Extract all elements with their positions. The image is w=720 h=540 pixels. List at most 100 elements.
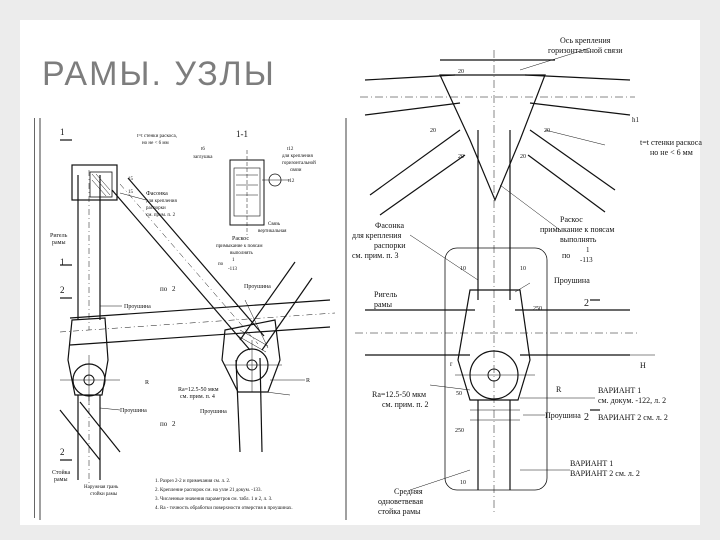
t-note-line2: но не < 6 мм bbox=[142, 141, 170, 146]
left-upper-right-brace bbox=[235, 261, 313, 453]
section-mark-r2a: 2 bbox=[584, 298, 589, 309]
radius-label: R bbox=[145, 380, 149, 386]
roughness-r2: см. прим. п. 2 bbox=[382, 400, 429, 409]
t12-label-b: t12 bbox=[288, 179, 295, 184]
dim-r-10a: 10 bbox=[460, 266, 466, 272]
axis-label-1: Ось крепления bbox=[560, 36, 611, 45]
gusset-r1: Фасонка bbox=[375, 221, 404, 230]
dim-r-10b: 10 bbox=[520, 266, 526, 272]
note-4: 4. Ra - точность обработки поверхности о… bbox=[155, 506, 293, 511]
left-node-drawing bbox=[39, 118, 347, 520]
variant-2b-title: ВАРИАНТ 2 см. л. 2 bbox=[570, 469, 640, 478]
note-2: 2. Крепление распорок см. на узле 21 док… bbox=[155, 488, 262, 493]
fraction-r-den: -113 bbox=[580, 256, 593, 264]
section-mark-2: 2 bbox=[60, 285, 65, 295]
right-central-column bbox=[477, 50, 511, 515]
diagonal-r2: примыкание к поясам bbox=[540, 225, 614, 234]
gusset-label-3: распорки bbox=[146, 206, 166, 211]
section-mark-r2b: 2 bbox=[584, 412, 589, 423]
t-note-r1: t=t стенки раскоса bbox=[640, 138, 702, 147]
lug-label-b: Проушина bbox=[244, 284, 271, 290]
note-3: 3. Численные значения параметров см. таб… bbox=[155, 497, 272, 502]
lug-r-top: Проушина bbox=[554, 276, 590, 285]
diagonal-r4: по bbox=[562, 251, 570, 260]
variant-2-title: ВАРИАНТ 2 см. л. 2 bbox=[598, 413, 668, 422]
crossbar-r1: Ригель bbox=[374, 290, 397, 299]
left-lower-joint bbox=[59, 317, 121, 461]
slide-title: РАМЫ. УЗЛЫ bbox=[42, 55, 276, 93]
roughness-label-1: Ra=12.5-50 мкм bbox=[178, 387, 219, 393]
section-1-1-detail bbox=[229, 150, 290, 235]
fraction-numerator: 1 bbox=[232, 258, 235, 263]
plug-label: заглушка bbox=[193, 155, 213, 160]
section-1-1-title: 1-1 bbox=[236, 129, 248, 139]
left-drawing-labels: 1 1 2 2 t=t стенки раскоса, но не < 6 мм… bbox=[50, 127, 316, 511]
axis-label-2: горизонтальной связи bbox=[548, 46, 623, 55]
dim-r-250a: 250 bbox=[533, 306, 542, 312]
gusset-label-2: для крепления bbox=[146, 199, 177, 204]
top-gusset bbox=[439, 74, 546, 202]
lug-label-c: Проушина bbox=[120, 408, 147, 414]
horiz-bracing-1: для крепления bbox=[282, 154, 313, 159]
gusset-label-1: Фасонка bbox=[146, 191, 168, 197]
dim-r-10c: 10 bbox=[460, 480, 466, 486]
t12-label: t12 bbox=[287, 147, 294, 152]
t-note-r2: но не < 6 мм bbox=[650, 148, 693, 157]
dim-15a: 15 bbox=[128, 177, 134, 182]
horiz-bracing-2: горизонтальной bbox=[282, 161, 316, 166]
vert-bracing-1: Связь bbox=[268, 222, 281, 227]
gusset-label-4: см. прим. п. 2 bbox=[146, 213, 176, 218]
t-note-line1: t=t стенки раскоса, bbox=[137, 134, 177, 139]
dim-r-20b: 20 bbox=[430, 128, 436, 134]
po-2-mark-a: 2 bbox=[172, 285, 176, 293]
variant-frame bbox=[444, 247, 548, 491]
outer-face-label-1: Наружная грань bbox=[84, 485, 119, 490]
crossbar-label-2: рамы bbox=[52, 240, 66, 246]
right-crossbar bbox=[355, 309, 640, 356]
dim-r-20e: 20 bbox=[520, 154, 526, 160]
gusset-r3: распорки bbox=[374, 241, 406, 250]
section-mark-1: 1 bbox=[60, 127, 65, 137]
crossbar-r2: рамы bbox=[374, 300, 393, 309]
diagonal-r1: Раскос bbox=[560, 215, 583, 224]
radius-r: R bbox=[556, 385, 562, 394]
right-node-drawing bbox=[355, 47, 655, 515]
right-diagonals bbox=[369, 129, 616, 216]
fraction-r-num: 1 bbox=[586, 246, 590, 254]
right-drawing-labels: Ось крепления горизонтальной связи t=t с… bbox=[352, 36, 702, 516]
variant-1-ref: см. докум. -122, л. 2 bbox=[598, 396, 666, 405]
radius-label-b: R bbox=[306, 378, 310, 384]
lug-label-d: Проушина bbox=[200, 409, 227, 415]
left-rafter-beam bbox=[59, 299, 336, 346]
diagonal-r3: выполнять bbox=[560, 235, 597, 244]
crossbar-label-1: Ригель bbox=[50, 233, 68, 239]
section-mark-1b: 1 bbox=[60, 257, 65, 267]
lug-r-bottom: Проушина bbox=[545, 411, 581, 420]
right-upper-rafters bbox=[360, 59, 635, 116]
diagonal-label-2: примыкание к поясам bbox=[216, 244, 263, 249]
slide-left-rule bbox=[34, 118, 35, 518]
left-column bbox=[77, 170, 101, 485]
roughness-label-2: см. прим. п. 4 bbox=[180, 394, 215, 400]
dim-15b: 15 bbox=[128, 190, 134, 195]
outer-face-label-2: стойки рамы bbox=[90, 492, 118, 497]
column-r2: одноветвевая bbox=[378, 497, 423, 506]
dim-r-small-r: r bbox=[450, 360, 453, 368]
fraction-denominator: -113 bbox=[228, 267, 237, 272]
left-top-bracket bbox=[71, 164, 118, 201]
slide-sheet bbox=[20, 20, 700, 525]
dim-r-h1: h1 bbox=[632, 116, 640, 124]
horiz-bracing-3: связи bbox=[290, 168, 302, 173]
gusset-r4: см. прим. п. 3 bbox=[352, 251, 399, 260]
height-mark: H bbox=[640, 361, 646, 370]
column-r1: Средняя bbox=[394, 487, 423, 496]
lug-label-a: Проушина bbox=[124, 304, 151, 310]
roughness-r1: Ra=12.5-50 мкм bbox=[372, 390, 426, 399]
dim-r-20d: 20 bbox=[458, 154, 464, 160]
dim-r-250b: 250 bbox=[455, 428, 464, 434]
variant-1-title: ВАРИАНТ 1 bbox=[598, 386, 641, 395]
po-2-label-b: по bbox=[160, 420, 168, 428]
section-mark-2b: 2 bbox=[60, 447, 65, 457]
dim-r-20a: 20 bbox=[458, 69, 464, 75]
